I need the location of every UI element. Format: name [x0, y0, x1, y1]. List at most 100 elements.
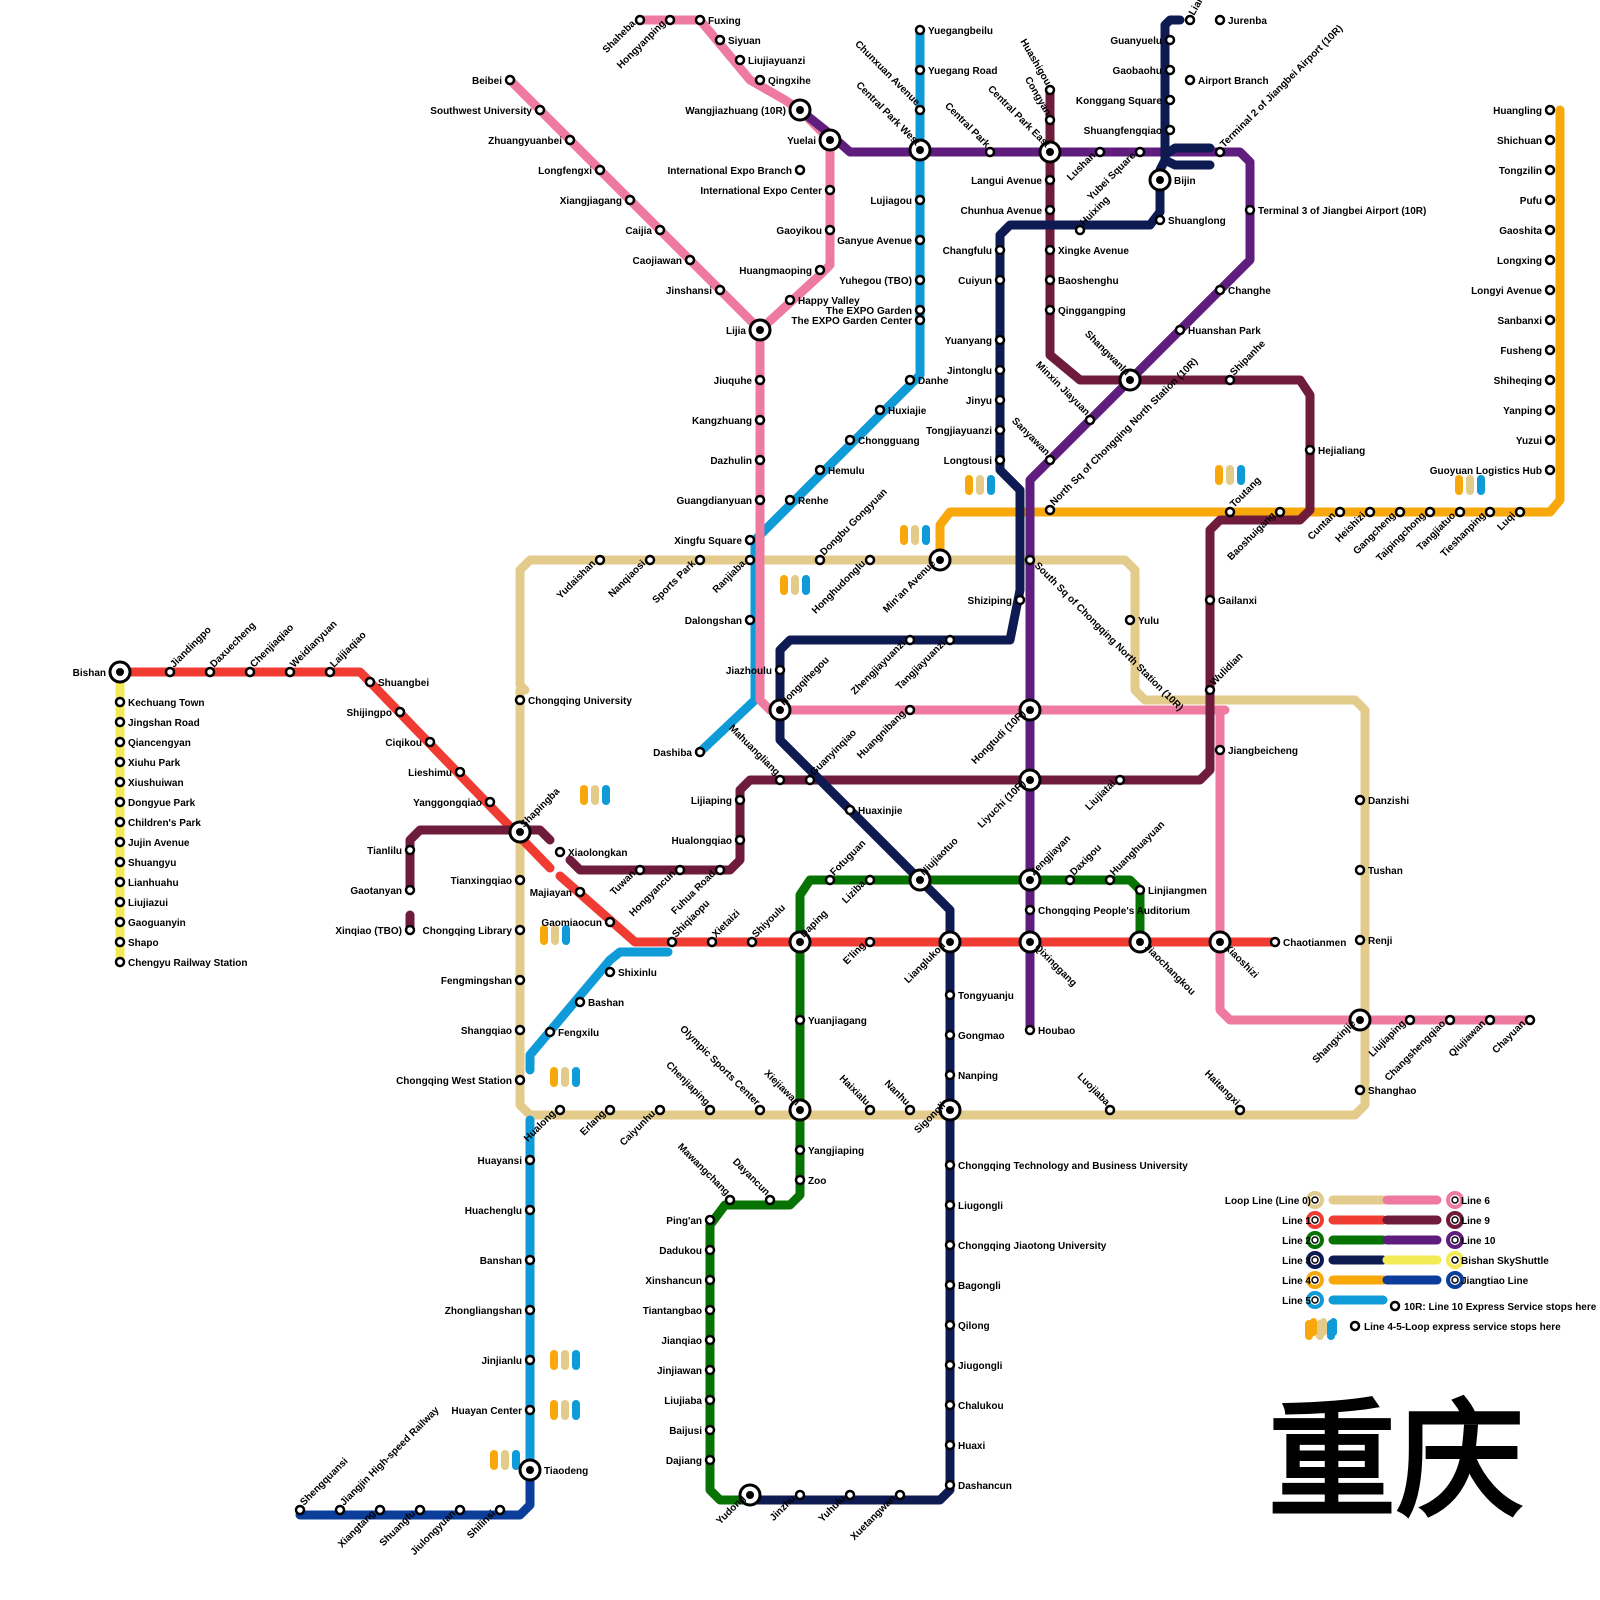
label-linjiangmen: Linjiangmen — [1148, 886, 1207, 897]
label-dayancun: Dayancun — [730, 1157, 772, 1199]
station-chalukou — [946, 1401, 954, 1409]
station-zhongliangshan — [526, 1306, 534, 1314]
label-gaobaohu: Gaobaohu — [1113, 66, 1162, 77]
station-lianhuahu — [116, 878, 124, 886]
label-jintonglu: Jintonglu — [947, 366, 992, 377]
label-mawangchang: Mawangchang — [675, 1142, 732, 1199]
station-fotuguan — [826, 876, 834, 884]
label-banshan: Banshan — [480, 1256, 522, 1267]
label-dajiang: Dajiang — [666, 1456, 702, 1467]
express-marker-pill — [572, 1400, 580, 1420]
label-yuanyang: Yuanyang — [945, 336, 992, 347]
label-terminal-3-of-jiangbei-airport-10r: Terminal 3 of Jiangbei Airport (10R) — [1258, 206, 1426, 217]
station-kangzhuang — [756, 416, 764, 424]
express-marker-pill — [1477, 475, 1485, 495]
station-yanping — [1546, 406, 1554, 414]
label-tushan: Tushan — [1368, 866, 1403, 877]
label-huanghuayuan: Huanghuayuan — [1108, 819, 1167, 878]
label-jiangbeicheng: Jiangbeicheng — [1228, 746, 1298, 757]
station-baijusi — [706, 1426, 714, 1434]
interchange-core-shapingba — [516, 828, 524, 836]
station-dalongshan — [746, 616, 754, 624]
station-majiayan — [576, 888, 584, 896]
express-marker-pill — [561, 1067, 569, 1087]
station-huanghuayuan — [1106, 876, 1114, 884]
station-shichuan — [1546, 136, 1554, 144]
label-zengjiayan: Zengjiayan — [1028, 833, 1073, 878]
station-jingshan-road — [116, 718, 124, 726]
interchange-core-daping — [796, 938, 804, 946]
station-fengmingshan — [516, 976, 524, 984]
label-dongbu-gongyuan: Dongbu Gongyuan — [818, 487, 889, 558]
station-nanhu — [906, 1106, 914, 1114]
station-qingxihe — [756, 76, 764, 84]
label-chunxuan-avenue: Chunxuan Avenue — [852, 39, 922, 109]
label-tongjiayuanzi: Tongjiayuanzi — [926, 426, 992, 437]
label-huangmaoping: Huangmaoping — [739, 266, 812, 277]
label-kangzhuang: Kangzhuang — [692, 416, 752, 427]
label-qilong: Qilong — [958, 1321, 990, 1332]
station-changhe — [1216, 286, 1224, 294]
label-baijusi: Baijusi — [669, 1426, 702, 1437]
label-lianglukou: Lianglukou — [903, 940, 948, 985]
station-chongqing-west-station — [516, 1076, 524, 1084]
station-shuanglong — [1156, 216, 1164, 224]
station-huixing — [1076, 226, 1084, 234]
label-fotuguan: Fotuguan — [828, 838, 868, 878]
label-liujiayuanzi: Liujiayuanzi — [748, 56, 805, 67]
station-chongqing-university — [516, 696, 524, 704]
station-jiangbeicheng — [1216, 746, 1224, 754]
express-marker-pill — [1237, 465, 1245, 485]
label-jiangjin-high-speed-railway: Jiangjin High-speed Railway — [338, 1405, 442, 1509]
station-liujiaba — [706, 1396, 714, 1404]
station-laijiaqiao — [326, 668, 334, 676]
interchange-core-tiaodeng — [526, 1466, 534, 1474]
station-yanggongqiao — [486, 798, 494, 806]
interchange-core-xiejiawan — [796, 1106, 804, 1114]
station-longtousi — [996, 456, 1004, 464]
station-taipingchong — [1426, 508, 1434, 516]
label-tianxingqiao: Tianxingqiao — [451, 876, 513, 887]
label-caojiawan: Caojiawan — [633, 256, 682, 267]
station-hongyanping — [666, 16, 674, 24]
station-gaomiaocun — [606, 918, 614, 926]
station-houbao — [1026, 1026, 1034, 1034]
route-line3 — [750, 20, 1180, 1500]
label-chongqing-library: Chongqing Library — [423, 926, 513, 937]
label-huangnibang: Huangnibang — [855, 708, 908, 761]
station-mawangchang — [726, 1196, 734, 1204]
label-children-s-park: Children's Park — [128, 818, 201, 829]
label-dadukou: Dadukou — [659, 1246, 702, 1257]
station-sanyawan — [1046, 456, 1054, 464]
label-gaotanyan: Gaotanyan — [350, 886, 402, 897]
label-cuiyun: Cuiyun — [958, 276, 992, 287]
interchange-core-yudong — [746, 1491, 754, 1499]
station-tuwan — [636, 866, 644, 874]
station-konggang-square — [1166, 96, 1174, 104]
label-bijin: Bijin — [1174, 176, 1196, 187]
label-sanbanxi: Sanbanxi — [1498, 316, 1543, 327]
route-line3 — [1165, 160, 1210, 165]
station-yuanjiagang — [796, 1016, 804, 1024]
label-shapo: Shapo — [128, 938, 159, 949]
label-tongzilin: Tongzilin — [1499, 166, 1542, 177]
label-olympic-sports-center: Olympic Sports Center — [677, 1024, 761, 1108]
station-gaotanyan — [406, 886, 414, 894]
station-langui-avenue — [1046, 176, 1054, 184]
label-lijia: Lijia — [726, 326, 746, 337]
station-southwest-university — [536, 106, 544, 114]
station-liujiayuanzi — [736, 56, 744, 64]
label-qiujiawan: Qiujiawan — [1447, 1018, 1488, 1059]
label-yuegangbeilu: Yuegangbeilu — [928, 26, 993, 37]
label-liujiaping: Liujiaping — [1367, 1018, 1408, 1059]
label-shiziping: Shiziping — [968, 596, 1012, 607]
station-zhuangyuanbei — [566, 136, 574, 144]
label-jurenba: Jurenba — [1228, 16, 1267, 27]
station-yuhegou-tbo — [916, 276, 924, 284]
label-houbao: Houbao — [1038, 1026, 1075, 1037]
label-hongqihegou: Hongqihegou — [778, 655, 831, 708]
label-chongqing-west-station: Chongqing West Station — [396, 1076, 512, 1087]
station-yuegang-road — [916, 66, 924, 74]
station-longyi-avenue — [1546, 286, 1554, 294]
station-chenjiaping — [706, 1106, 714, 1114]
